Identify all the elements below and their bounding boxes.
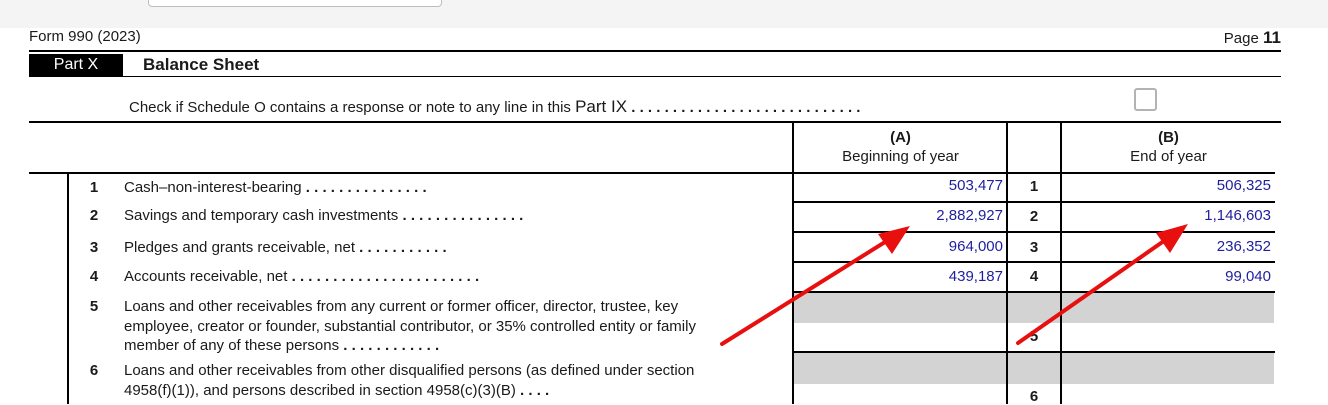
table-top-rule <box>29 121 1281 123</box>
row-rule-2 <box>792 231 1275 233</box>
check-line-leader-dots: . . . . . . . . . . . . . . . . . . . . … <box>631 99 861 116</box>
line-2-col-b-value[interactable]: 1,146,603 <box>1204 207 1271 224</box>
shade-5a <box>794 293 1006 323</box>
shade-5b <box>1062 293 1274 323</box>
page-indicator: Page 11 <box>1224 28 1281 48</box>
column-b-label: End of year <box>1130 148 1207 165</box>
line-number: 6 <box>89 362 99 379</box>
line-label-text: Pledges and grants receivable, net <box>124 239 355 256</box>
line-number: 3 <box>89 239 99 256</box>
shade-6b <box>1062 353 1274 384</box>
line-3-box-number: 3 <box>1029 239 1039 256</box>
line-label-text: Loans and other receivables from other d… <box>124 362 695 379</box>
header-rule <box>29 50 1281 52</box>
line-number: 5 <box>89 298 99 315</box>
leader-dots: . . . . . . . . . . . . . . . <box>402 207 524 224</box>
page-number: 11 <box>1263 28 1281 47</box>
leader-dots: . . . . . . . . . . . . . . . <box>305 179 427 196</box>
heading-bottom-rule-left <box>29 172 794 174</box>
page-label: Page <box>1223 30 1259 47</box>
line-label-text: employee, creator or founder, substantia… <box>124 317 696 335</box>
line-4-col-b-value[interactable]: 99,040 <box>1225 268 1271 285</box>
line-5-box-number: 5 <box>1029 328 1039 345</box>
leader-dots: . . . . . . . . . . . <box>359 239 447 256</box>
line-4-col-a-value[interactable]: 439,187 <box>948 268 1003 285</box>
line-3-col-a-value[interactable]: 964,000 <box>948 238 1003 255</box>
arrow-to-col-a-icon <box>720 226 910 346</box>
part-badge: Part X <box>29 54 123 76</box>
line-label-text: member of any of these persons <box>124 337 340 354</box>
heading-bottom-rule-right <box>792 172 1275 174</box>
line-1-col-a-value[interactable]: 503,477 <box>948 177 1003 194</box>
leader-dots: . . . . . . . . . . . . <box>343 337 440 354</box>
row-rule-3 <box>792 261 1275 263</box>
line-1-box-number: 1 <box>1029 178 1039 195</box>
schedule-o-checkbox[interactable] <box>1134 88 1157 111</box>
column-a-label: Beginning of year <box>842 148 959 165</box>
leader-dots: . . . . <box>520 381 550 399</box>
line-label: Loans and other receivables from any cur… <box>124 297 696 356</box>
line-label-text: Cash–non-interest-bearing <box>124 179 302 196</box>
line-label-text: 4958(f)(1)), and persons described in se… <box>124 381 516 399</box>
line-label-text: Savings and temporary cash investments <box>124 207 399 224</box>
line-number: 2 <box>89 207 99 224</box>
column-a-letter: (A) <box>890 129 911 146</box>
shade-6box <box>1008 353 1060 384</box>
line-3-col-b-value[interactable]: 236,352 <box>1216 238 1271 255</box>
leader-dots: . . . . . . . . . . . . . . . . . . . . … <box>291 268 480 285</box>
row-rule-5 <box>792 351 1275 353</box>
line-label: Savings and temporary cash investments .… <box>124 206 523 226</box>
arrow-to-col-b-icon <box>1016 224 1188 345</box>
line-1-col-b-value[interactable]: 506,325 <box>1216 177 1271 194</box>
top-input-box[interactable] <box>148 0 442 7</box>
line-number-rule <box>67 172 69 404</box>
form-page <box>0 28 1328 404</box>
line-2-box-number: 2 <box>1029 208 1039 225</box>
column-a-heading: (A) Beginning of year <box>794 128 1007 166</box>
line-number: 4 <box>89 268 99 285</box>
row-rule-4 <box>792 291 1275 293</box>
shade-6a <box>794 353 1006 384</box>
line-label: Accounts receivable, net . . . . . . . .… <box>124 267 479 287</box>
column-b-letter: (B) <box>1158 129 1179 146</box>
form-label: Form 990 (2023) <box>29 28 141 45</box>
part-rule <box>29 76 1281 77</box>
column-b-heading: (B) End of year <box>1062 128 1275 166</box>
line-label: Pledges and grants receivable, net . . .… <box>124 238 447 258</box>
line-label: Loans and other receivables from other d… <box>124 361 694 400</box>
line-label-text: Accounts receivable, net <box>124 268 288 285</box>
part-title: Balance Sheet <box>143 55 260 74</box>
line-6-box-number: 6 <box>1029 388 1039 405</box>
line-2-col-a-value[interactable]: 2,882,927 <box>936 207 1003 224</box>
line-label-text: Loans and other receivables from any cur… <box>124 298 679 315</box>
line-label: Cash–non-interest-bearing . . . . . . . … <box>124 178 427 198</box>
line-4-box-number: 4 <box>1029 268 1039 285</box>
check-line-text: Check if Schedule O contains a response … <box>129 99 571 116</box>
line-number: 1 <box>89 179 99 196</box>
check-line-part-ref: Part IX <box>575 97 628 116</box>
row-rule-1 <box>792 201 1275 203</box>
schedule-o-check-line: Check if Schedule O contains a response … <box>129 97 860 117</box>
